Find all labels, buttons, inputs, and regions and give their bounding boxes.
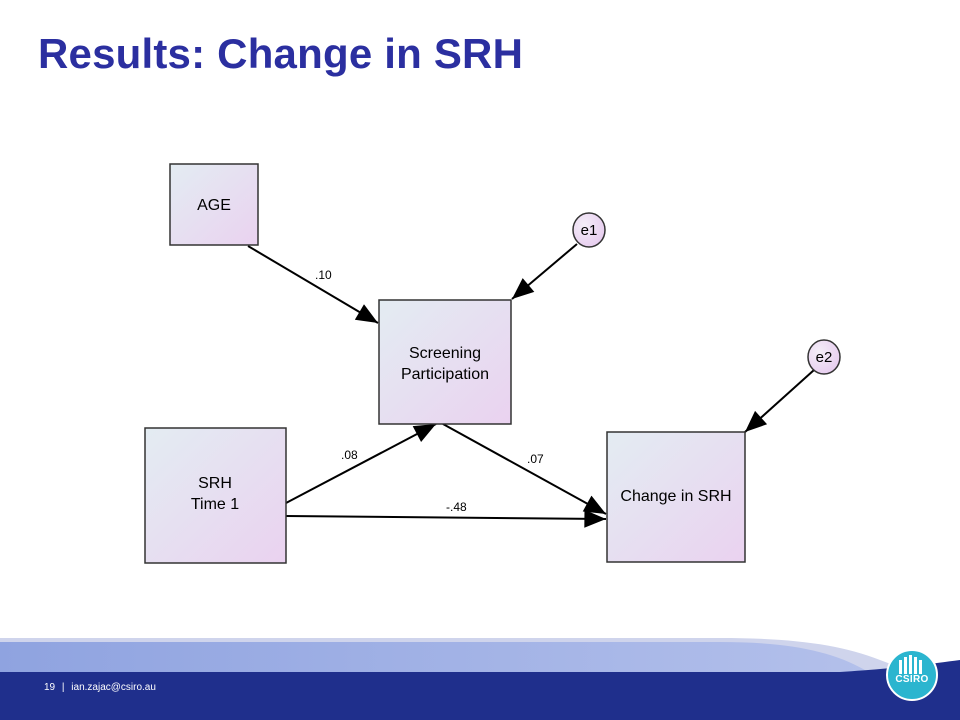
error-e1: e1 — [572, 212, 606, 248]
node-screening-participation: Screening Participation — [378, 299, 512, 425]
node-srh-time1: SRH Time 1 — [144, 427, 287, 564]
footer-separator: | — [61, 682, 65, 693]
node-screening-label-line2: Participation — [401, 366, 489, 383]
path-arrow-screening-change — [442, 423, 607, 515]
error-e2-label: e2 — [816, 349, 833, 366]
node-screening-label-line1: Screening — [409, 345, 481, 362]
path-arrow-e2-change — [744, 369, 815, 433]
path-diagram: .10 .08 .07 -.48 AGE Screening Participa… — [144, 163, 841, 564]
coef-srh1-change: -.48 — [446, 500, 467, 514]
node-age-label: AGE — [197, 197, 231, 214]
path-arrow-age-screening — [247, 245, 379, 324]
footer-email: ian.zajac@csiro.au — [71, 682, 156, 693]
node-srh1-label-line2: Time 1 — [191, 496, 239, 513]
node-change-in-srh: Change in SRH — [606, 431, 746, 563]
node-age: AGE — [169, 163, 259, 246]
coef-srh1-screening: .08 — [341, 448, 358, 462]
slide-title: Results: Change in SRH — [38, 30, 524, 77]
coef-screening-change: .07 — [527, 452, 544, 466]
coef-age-screening: .10 — [315, 268, 332, 282]
node-srh1-label-line1: SRH — [198, 475, 232, 492]
path-arrow-srh1-change — [285, 509, 607, 528]
page-number: 19 — [44, 682, 56, 693]
footer-band — [0, 638, 960, 720]
node-change-label: Change in SRH — [620, 488, 731, 505]
csiro-logo-icon — [886, 649, 938, 701]
path-arrow-e1-screening — [511, 243, 578, 300]
error-e2: e2 — [807, 339, 841, 375]
footer-info: 19 | ian.zajac@csiro.au — [44, 682, 156, 693]
path-arrow-srh1-screening — [285, 423, 437, 504]
error-e1-label: e1 — [581, 222, 598, 239]
csiro-logo-text: CSIRO — [895, 674, 929, 685]
